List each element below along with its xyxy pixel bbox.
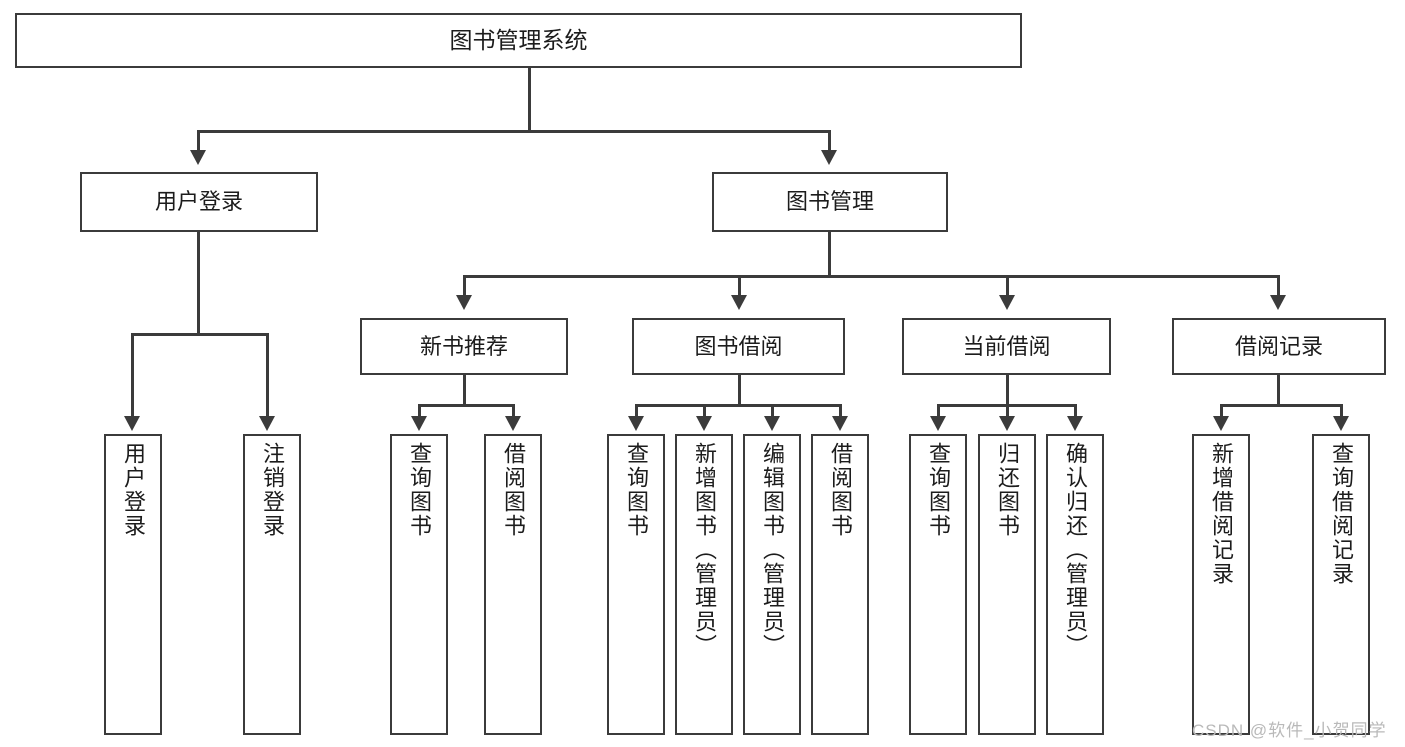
leaf-current-borrow-2[interactable]: 归还图书 — [978, 434, 1036, 735]
connector-book-borrow-stem — [738, 375, 741, 407]
connector-current-borrow-leaf-2 — [1006, 404, 1009, 418]
connector-current-borrow-leaf-3 — [1074, 404, 1077, 418]
leaf-label: 借阅图书 — [501, 442, 526, 538]
connector-borrow-record-leaf-2 — [1340, 404, 1343, 418]
arrowhead-current-borrow-leaf-1 — [930, 416, 946, 431]
connector-current-borrow-stem — [1006, 375, 1009, 407]
connector-book-borrow-bar — [635, 404, 841, 407]
node-label: 借阅记录 — [1234, 333, 1323, 359]
node-label: 新书推荐 — [419, 333, 508, 359]
leaf-book-borrow-4[interactable]: 借阅图书 — [811, 434, 869, 735]
arrowhead-bm-current-borrow — [999, 295, 1015, 310]
leaf-book-borrow-2[interactable]: 新增图书（管理员） — [675, 434, 733, 735]
arrowhead-user-login-leaf-1 — [124, 416, 140, 431]
connector-new-book-leaf-2 — [512, 404, 515, 418]
node-book-borrow[interactable]: 图书借阅 — [632, 318, 845, 375]
node-label: 图书管理 — [785, 189, 874, 215]
node-label: 用户登录 — [154, 189, 243, 215]
leaf-label: 新增图书（管理员） — [692, 442, 717, 658]
node-label: 当前借阅 — [962, 333, 1051, 359]
connector-borrow-record-stem — [1277, 375, 1280, 407]
leaf-label: 查询图书 — [624, 442, 649, 538]
connector-root-bar — [197, 130, 831, 133]
arrowhead-root-to-book-management — [821, 150, 837, 165]
connector-book-management-bar — [463, 275, 1279, 278]
leaf-current-borrow-1[interactable]: 查询图书 — [909, 434, 967, 735]
leaf-label: 编辑图书（管理员） — [760, 442, 785, 658]
connector-root-stem — [528, 68, 531, 132]
arrowhead-borrow-record-leaf-1 — [1213, 416, 1229, 431]
arrowhead-book-borrow-leaf-2 — [696, 416, 712, 431]
arrowhead-bm-book-borrow — [731, 295, 747, 310]
connector-bm-to-new-book — [463, 275, 466, 297]
leaf-current-borrow-3[interactable]: 确认归还（管理员） — [1046, 434, 1104, 735]
leaf-book-borrow-3[interactable]: 编辑图书（管理员） — [743, 434, 801, 735]
csdn-watermark: CSDN @软件_小贺同学 — [1192, 716, 1387, 741]
connector-borrow-record-bar — [1220, 404, 1340, 407]
connector-book-borrow-leaf-1 — [635, 404, 638, 418]
connector-user-login-bar — [131, 333, 266, 336]
connector-new-book-bar — [418, 404, 514, 407]
node-label: 图书借阅 — [694, 333, 783, 359]
arrowhead-book-borrow-leaf-4 — [832, 416, 848, 431]
arrowhead-bm-borrow-record — [1270, 295, 1286, 310]
connector-book-borrow-leaf-4 — [839, 404, 842, 418]
connector-book-borrow-leaf-2 — [703, 404, 706, 418]
node-root-book-management-system[interactable]: 图书管理系统 — [15, 13, 1022, 68]
node-label: 图书管理系统 — [449, 27, 588, 54]
leaf-label: 借阅图书 — [828, 442, 853, 538]
arrowhead-user-login-leaf-2 — [259, 416, 275, 431]
connector-new-book-leaf-1 — [418, 404, 421, 418]
leaf-borrow-record-2[interactable]: 查询借阅记录 — [1312, 434, 1370, 735]
leaf-label: 注销登录 — [260, 442, 285, 538]
connector-borrow-record-leaf-1 — [1220, 404, 1223, 418]
connector-current-borrow-leaf-1 — [937, 404, 940, 418]
connector-user-login-stem — [197, 232, 200, 336]
leaf-borrow-record-1[interactable]: 新增借阅记录 — [1192, 434, 1250, 735]
arrowhead-borrow-record-leaf-2 — [1333, 416, 1349, 431]
leaf-user-login-1[interactable]: 用户登录 — [104, 434, 162, 735]
connector-user-login-to-leaf-2 — [266, 333, 269, 418]
node-book-management[interactable]: 图书管理 — [712, 172, 948, 232]
connector-user-login-to-leaf-1 — [131, 333, 134, 418]
node-new-book-recommend[interactable]: 新书推荐 — [360, 318, 568, 375]
arrowhead-book-borrow-leaf-3 — [764, 416, 780, 431]
leaf-label: 用户登录 — [121, 442, 146, 538]
connector-root-to-book-management — [828, 130, 831, 152]
leaf-label: 查询图书 — [407, 442, 432, 538]
arrowhead-root-to-user-login — [190, 150, 206, 165]
connector-root-to-user-login — [197, 130, 200, 152]
node-borrow-record[interactable]: 借阅记录 — [1172, 318, 1386, 375]
watermark-text: CSDN @软件_小贺同学 — [1192, 721, 1387, 740]
leaf-label: 查询图书 — [926, 442, 951, 538]
arrowhead-current-borrow-leaf-3 — [1067, 416, 1083, 431]
connector-bm-to-current-borrow — [1006, 275, 1009, 297]
leaf-book-borrow-1[interactable]: 查询图书 — [607, 434, 665, 735]
arrowhead-new-book-leaf-1 — [411, 416, 427, 431]
connector-new-book-stem — [463, 375, 466, 407]
node-user-login[interactable]: 用户登录 — [80, 172, 318, 232]
leaf-label: 新增借阅记录 — [1209, 442, 1234, 586]
arrowhead-new-book-leaf-2 — [505, 416, 521, 431]
leaf-label: 查询借阅记录 — [1329, 442, 1354, 586]
connector-book-management-stem — [828, 232, 831, 278]
leaf-label: 确认归还（管理员） — [1063, 442, 1088, 658]
connector-bm-to-borrow-record — [1277, 275, 1280, 297]
leaf-new-book-recommend-2[interactable]: 借阅图书 — [484, 434, 542, 735]
connector-book-borrow-leaf-3 — [771, 404, 774, 418]
node-current-borrow[interactable]: 当前借阅 — [902, 318, 1111, 375]
connector-bm-to-book-borrow — [738, 275, 741, 297]
arrowhead-book-borrow-leaf-1 — [628, 416, 644, 431]
arrowhead-current-borrow-leaf-2 — [999, 416, 1015, 431]
arrowhead-bm-new-book — [456, 295, 472, 310]
leaf-new-book-recommend-1[interactable]: 查询图书 — [390, 434, 448, 735]
leaf-user-login-2[interactable]: 注销登录 — [243, 434, 301, 735]
leaf-label: 归还图书 — [995, 442, 1020, 538]
